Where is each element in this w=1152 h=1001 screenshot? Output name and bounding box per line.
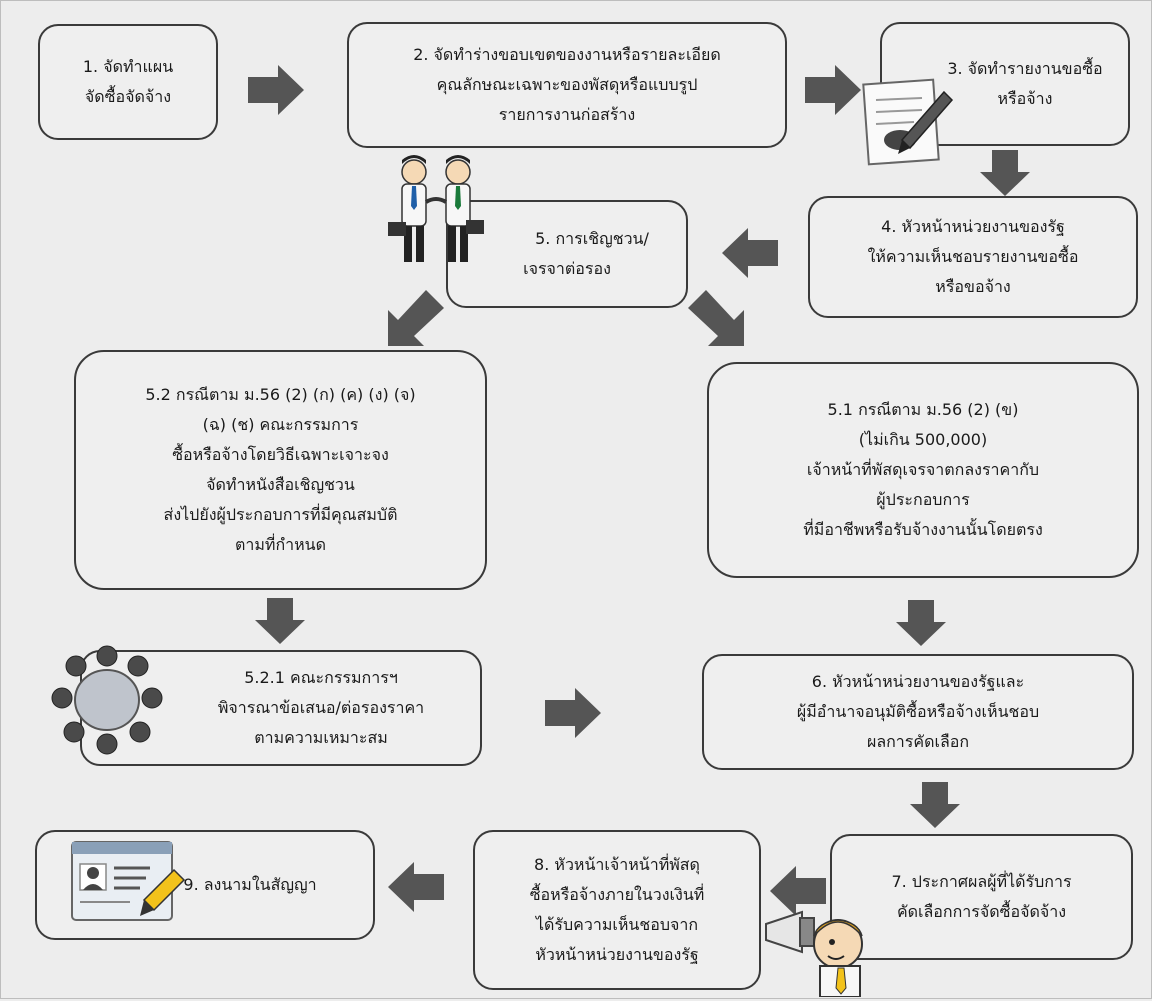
step-5-2-1-line: พิจารณาข้อเสนอ/ต่อรองราคา: [217, 698, 425, 717]
step-5-2-line: 5.2 กรณีตาม ม.56 (2) (ก) (ค) (ง) (จ): [145, 385, 416, 404]
step-1-line: 1. จัดทำแผน: [82, 57, 174, 76]
step-5-1-box: 5.1 กรณีตาม ม.56 (2) (ข) (ไม่เกิน 500,00…: [707, 362, 1139, 578]
contract-card-icon: [70, 840, 186, 930]
step-2-line: คุณลักษณะเฉพาะของพัสดุหรือแบบรูป: [436, 75, 698, 94]
step-6-line: ผู้มีอำนาจอนุมัติซื้อหรือจ้างเห็นชอบ: [796, 702, 1040, 721]
arrow-right-icon: [805, 65, 861, 115]
step-8-line: 8. หัวหน้าเจ้าหน้าที่พัสดุ: [534, 855, 700, 874]
step-8-line: หัวหน้าหน่วยงานของรัฐ: [535, 945, 699, 964]
meeting-table-icon: [50, 644, 164, 760]
arrow-down-icon: [896, 600, 946, 646]
step-5-2-line: ส่งไปยังผู้ประกอบการที่มีคุณสมบัติ: [163, 505, 398, 524]
step-5-line: เจรจาต่อรอง: [523, 259, 611, 278]
step-7-line: คัดเลือกการจัดซื้อจัดจ้าง: [896, 902, 1067, 921]
megaphone-man-icon: [762, 900, 882, 1001]
step-5-2-line: (ฉ) (ช) คณะกรรมการ: [202, 415, 359, 434]
step-9-line: 9. ลงนามในสัญญา: [183, 875, 317, 894]
step-6-line: 6. หัวหน้าหน่วยงานของรัฐและ: [811, 672, 1025, 691]
handshake-people-icon: [386, 154, 490, 276]
step-5-line: 5. การเชิญชวน/: [535, 229, 649, 248]
arrow-down-right-icon: [688, 290, 744, 346]
step-5-1-line: 5.1 กรณีตาม ม.56 (2) (ข): [827, 400, 1019, 419]
step-4-line: ให้ความเห็นชอบรายงานขอซื้อ: [867, 247, 1079, 266]
step-8-line: ซื้อหรือจ้างภายในวงเงินที่: [529, 885, 705, 904]
step-5-2-line: ตามที่กำหนด: [234, 535, 326, 554]
document-pen-icon: [862, 78, 954, 172]
step-5-1-line: (ไม่เกิน 500,000): [858, 430, 988, 449]
step-5-box: 5. การเชิญชวน/ เจรจาต่อรอง: [446, 200, 688, 308]
step-4-box: 4. หัวหน้าหน่วยงานของรัฐ ให้ความเห็นชอบร…: [808, 196, 1138, 318]
step-4-line: 4. หัวหน้าหน่วยงานของรัฐ: [881, 217, 1065, 236]
step-5-2-box: 5.2 กรณีตาม ม.56 (2) (ก) (ค) (ง) (จ) (ฉ)…: [74, 350, 487, 590]
step-6-line: ผลการคัดเลือก: [866, 732, 970, 751]
step-5-1-line: เจ้าหน้าที่พัสดุเจรจาตกลงราคากับ: [806, 460, 1040, 479]
arrow-right-icon: [248, 65, 304, 115]
step-7-line: 7. ประกาศผลผู้ที่ได้รับการ: [891, 872, 1072, 891]
step-3-line: หรือจ้าง: [997, 89, 1053, 108]
arrow-left-icon: [388, 862, 444, 912]
step-4-line: หรือขอจ้าง: [935, 277, 1011, 296]
step-5-2-1-line: ตามความเหมาะสม: [254, 728, 388, 747]
step-2-line: รายการงานก่อสร้าง: [498, 105, 636, 124]
step-5-2-line: จัดทำหนังสือเชิญชวน: [206, 475, 355, 494]
step-1-box: 1. จัดทำแผน จัดซื้อจัดจ้าง: [38, 24, 218, 140]
arrow-down-left-icon: [388, 290, 444, 346]
step-6-box: 6. หัวหน้าหน่วยงานของรัฐและ ผู้มีอำนาจอน…: [702, 654, 1134, 770]
step-5-1-line: ผู้ประกอบการ: [876, 490, 970, 509]
arrow-left-icon: [770, 866, 826, 916]
step-8-box: 8. หัวหน้าเจ้าหน้าที่พัสดุ ซื้อหรือจ้างภ…: [473, 830, 761, 990]
arrow-down-icon: [255, 598, 305, 644]
step-3-line: 3. จัดทำรายงานขอซื้อ: [947, 59, 1103, 78]
step-5-1-line: ที่มีอาชีพหรือรับจ้างงานนั้นโดยตรง: [803, 520, 1043, 539]
arrow-left-icon: [722, 228, 778, 278]
step-2-box: 2. จัดทำร่างขอบเขตของงานหรือรายละเอียด ค…: [347, 22, 787, 148]
arrow-down-icon: [910, 782, 960, 828]
step-5-2-1-line: 5.2.1 คณะกรรมการฯ: [244, 668, 398, 687]
arrow-down-icon: [980, 150, 1030, 196]
step-1-line: จัดซื้อจัดจ้าง: [84, 87, 172, 106]
step-5-2-line: ซื้อหรือจ้างโดยวิธีเฉพาะเจาะจง: [172, 445, 389, 464]
arrow-right-icon: [545, 688, 601, 738]
step-2-line: 2. จัดทำร่างขอบเขตของงานหรือรายละเอียด: [413, 45, 721, 64]
step-8-line: ได้รับความเห็นชอบจาก: [535, 915, 699, 934]
step-7-box: 7. ประกาศผลผู้ที่ได้รับการ คัดเลือกการจั…: [830, 834, 1133, 960]
